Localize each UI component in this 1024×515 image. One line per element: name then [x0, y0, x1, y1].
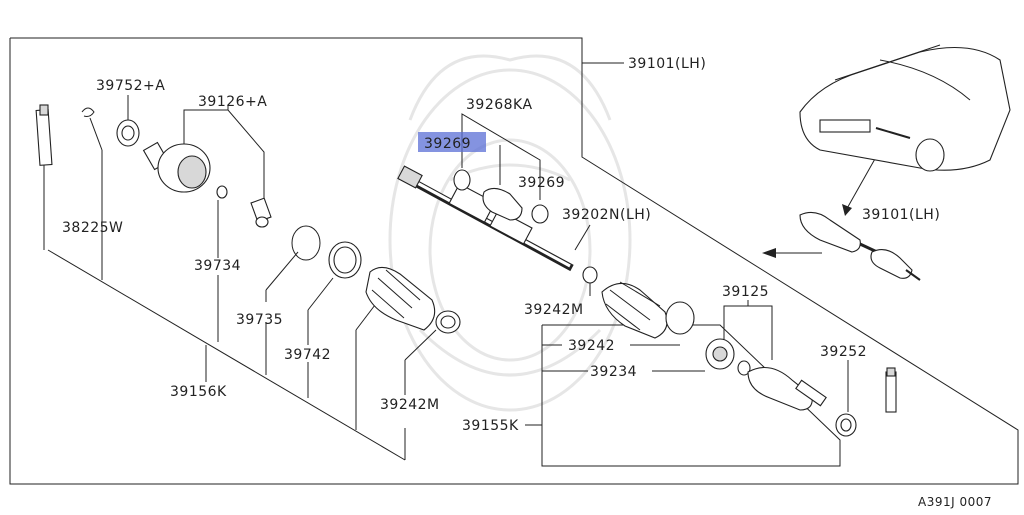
- label-39101-lh-top[interactable]: 39101(LH): [628, 56, 706, 72]
- part-labels: 39101(LH) 39752+A 39126+A 39268KA 39269 …: [62, 56, 992, 509]
- label-39269-highlighted[interactable]: 39269: [424, 136, 471, 152]
- clamp-39242m-low: [435, 310, 461, 334]
- joint-39125: [705, 338, 751, 376]
- boot-outer: [601, 281, 668, 339]
- boot-39268ka: [482, 187, 523, 221]
- shaft-39202n: [397, 165, 574, 272]
- label-highlight: [418, 132, 486, 152]
- label-39156k[interactable]: 39156K: [170, 384, 227, 400]
- label-39742[interactable]: 39742: [284, 347, 331, 363]
- label-39242m-mid[interactable]: 39242M: [524, 302, 584, 318]
- label-38225w[interactable]: 38225W: [62, 220, 123, 236]
- boot-inner: [365, 266, 436, 331]
- clamp-39242m-mid: [582, 266, 598, 284]
- label-39268ka[interactable]: 39268KA: [466, 97, 533, 113]
- stud-38225w: [35, 104, 53, 166]
- diagram-code: A391J 0007: [918, 495, 992, 509]
- outer-joint-39234: [747, 366, 827, 411]
- ring-39735: [291, 225, 321, 261]
- label-39735[interactable]: 39735: [236, 312, 283, 328]
- label-39242m-low[interactable]: 39242M: [380, 397, 440, 413]
- driveshaft-39101-detail: [799, 211, 921, 281]
- clip: [81, 107, 95, 117]
- ring-39269-a: [453, 169, 471, 191]
- ring-39752a: [116, 119, 140, 147]
- clamp-39242: [665, 301, 695, 335]
- label-39155k[interactable]: 39155K: [462, 418, 519, 434]
- stud-right: [885, 367, 897, 413]
- nut-39252: [835, 413, 857, 437]
- label-39752a[interactable]: 39752+A: [96, 78, 165, 94]
- label-39252[interactable]: 39252: [820, 344, 867, 360]
- label-39734[interactable]: 39734: [194, 258, 241, 274]
- watermark-emblem: [388, 54, 632, 412]
- label-39125[interactable]: 39125: [722, 284, 769, 300]
- ring-39269-b: [531, 204, 549, 224]
- label-39101-lh-car[interactable]: 39101(LH): [862, 207, 940, 223]
- label-39234[interactable]: 39234: [590, 364, 637, 380]
- label-39126a[interactable]: 39126+A: [198, 94, 267, 110]
- joint-39126a: [142, 141, 272, 228]
- label-39242[interactable]: 39242: [568, 338, 615, 354]
- leader-lines: [43, 95, 881, 430]
- clamp-39742: [328, 241, 362, 279]
- car-illustration: [799, 44, 1011, 172]
- label-39202n-lh[interactable]: 39202N(LH): [562, 207, 651, 223]
- label-39269[interactable]: 39269: [518, 175, 565, 191]
